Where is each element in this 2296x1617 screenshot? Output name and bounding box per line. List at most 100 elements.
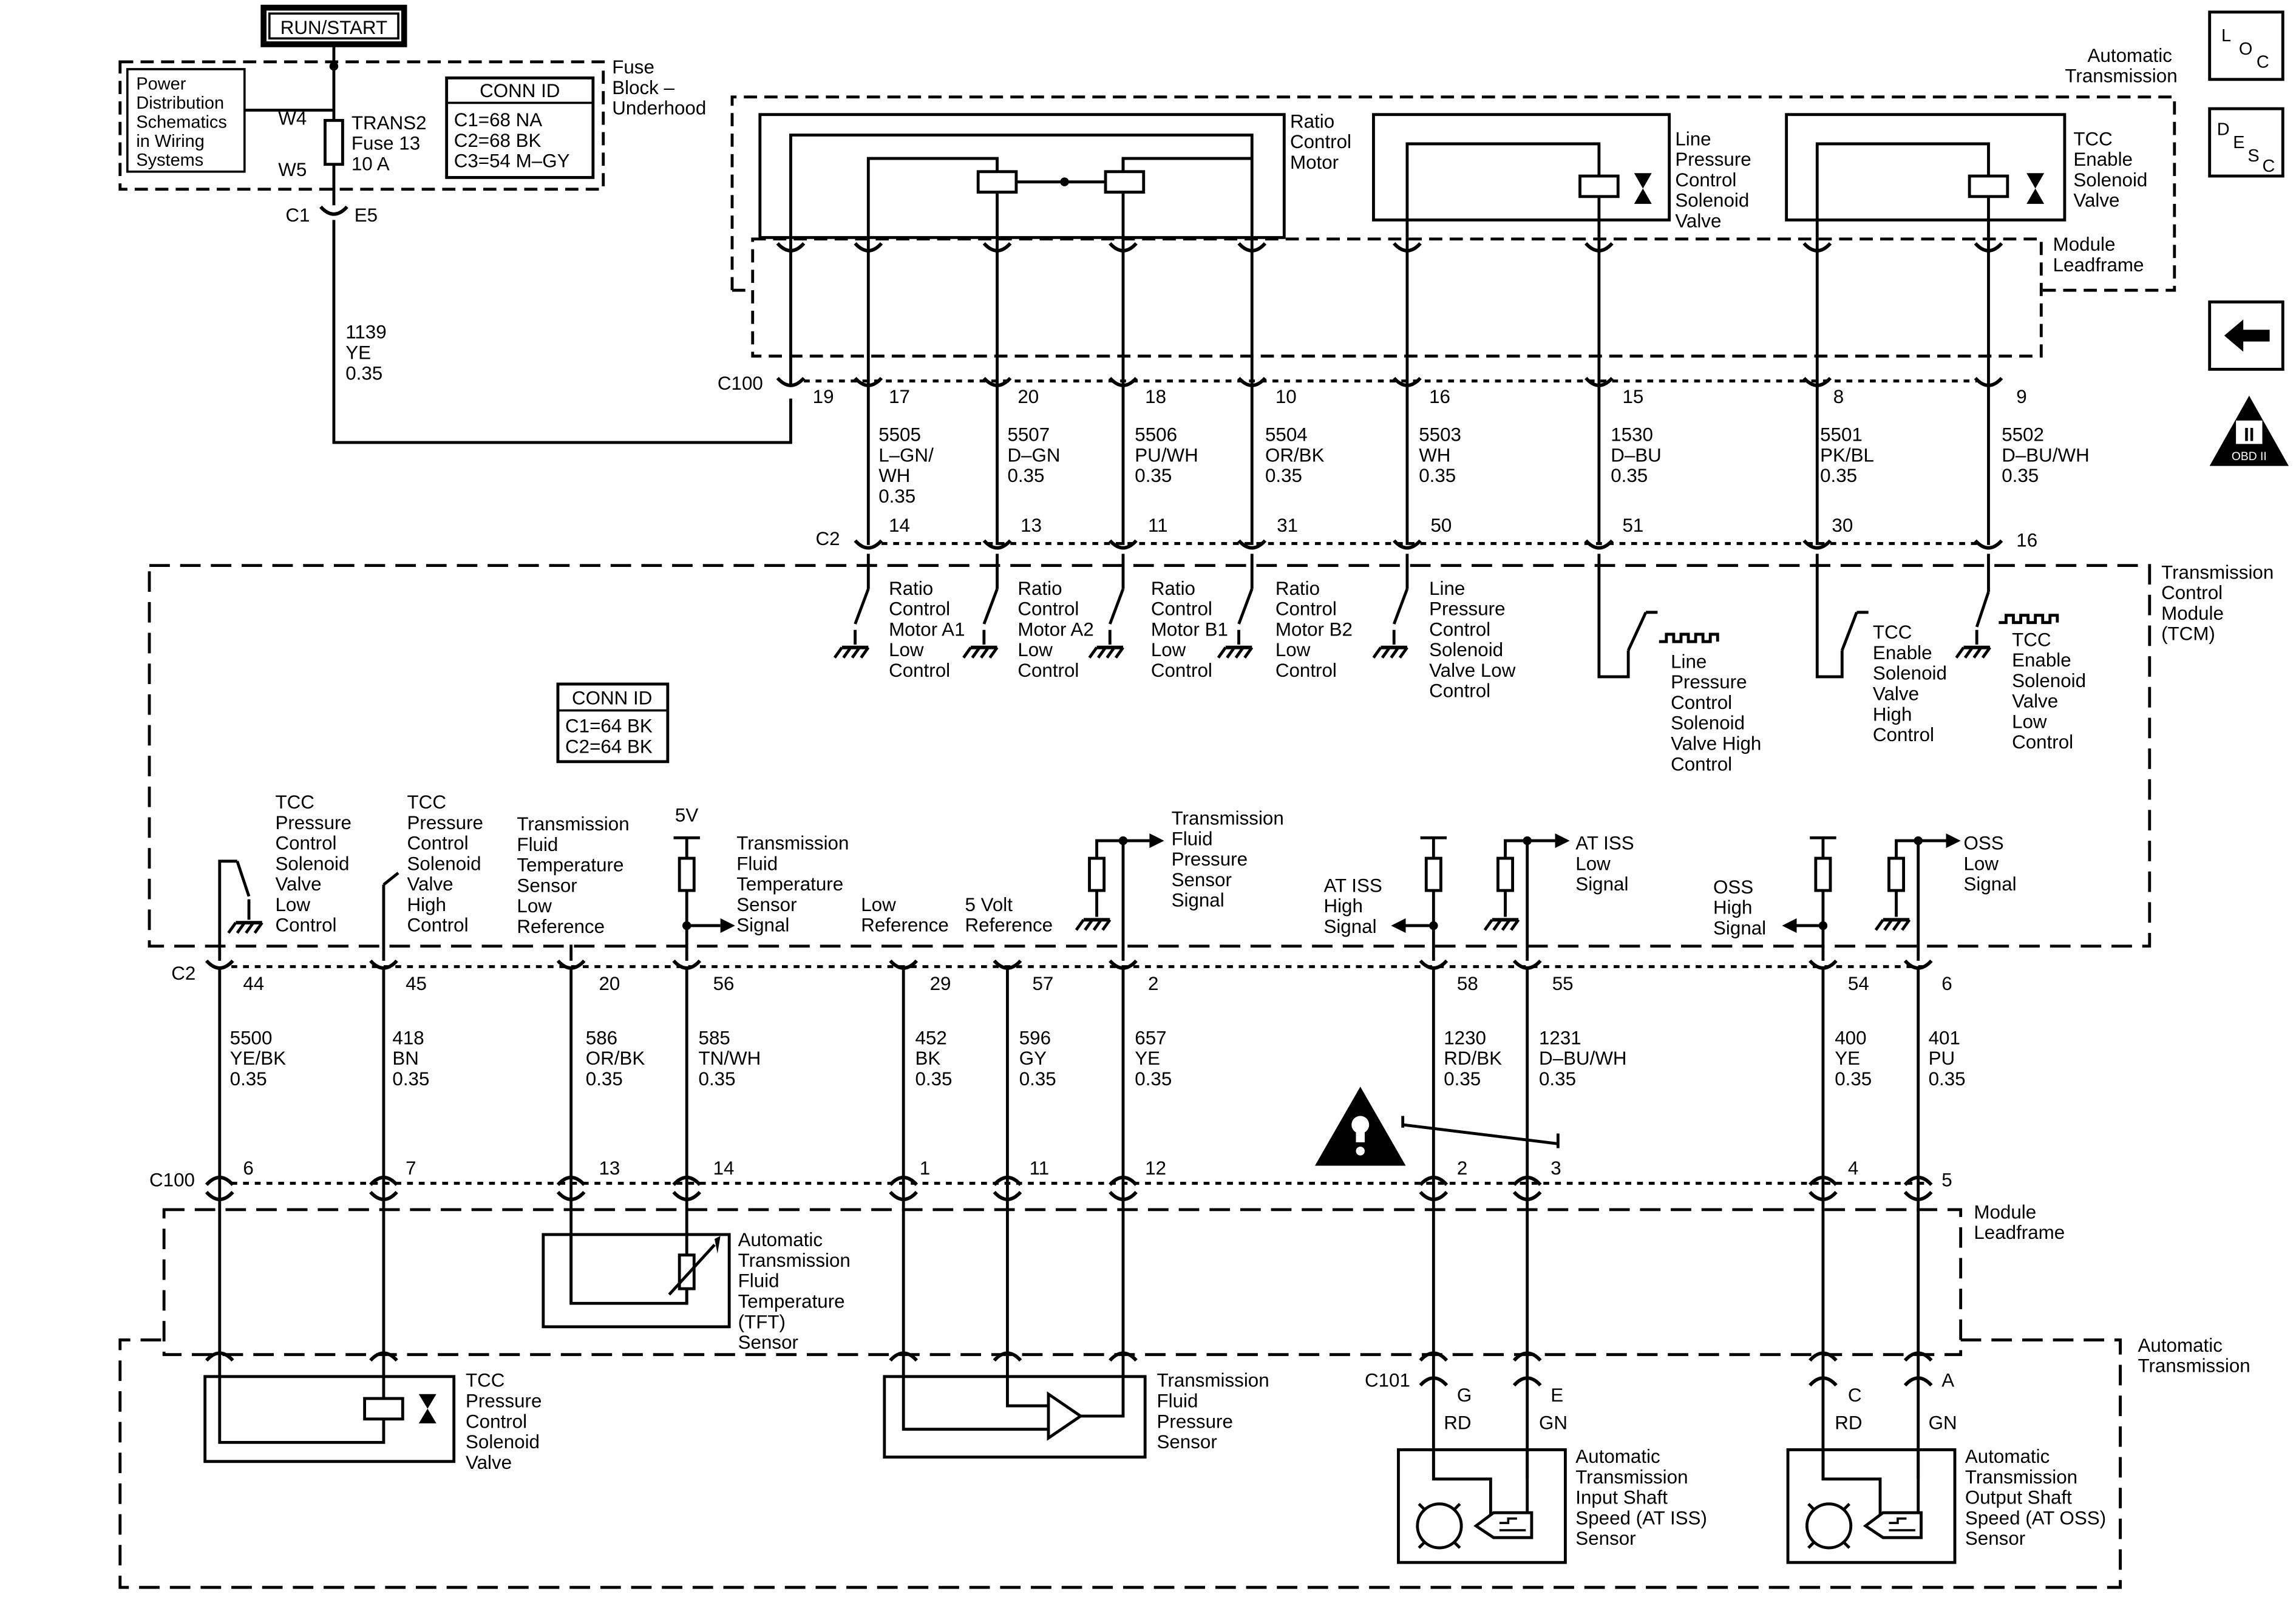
svg-text:44: 44 [243, 973, 264, 994]
tcc-enable-solenoid: TCC Enable Solenoid Valve [1785, 113, 2147, 238]
svg-text:9: 9 [2016, 386, 2026, 407]
back-button[interactable] [2208, 300, 2284, 371]
sensor-icon [1805, 1502, 1853, 1550]
svg-text:11: 11 [1030, 1158, 1050, 1179]
obd-ii-caption: OBD II [2232, 450, 2267, 463]
svg-text:14: 14 [713, 1158, 735, 1179]
svg-text:30: 30 [1832, 515, 1853, 536]
loc-button[interactable]: L O C [2208, 10, 2284, 81]
svg-text:16: 16 [1429, 386, 1450, 407]
bottom-c100-label: C100 [149, 1169, 195, 1190]
svg-text:14: 14 [889, 515, 910, 536]
svg-text:20: 20 [1017, 386, 1039, 407]
svg-text:57: 57 [1032, 973, 1053, 994]
svg-text:45: 45 [406, 973, 427, 994]
fuse-conn-id-box [445, 76, 595, 179]
svg-text:5V: 5V [675, 805, 698, 826]
tcm-module: Transmission Control Module (TCM) CONN I… [148, 554, 2279, 961]
svg-text:20: 20 [599, 973, 620, 994]
svg-text:2: 2 [1457, 1158, 1467, 1179]
svg-text:G: G [1457, 1385, 1472, 1406]
svg-text:17: 17 [889, 386, 910, 407]
svg-text:16: 16 [2016, 529, 2037, 551]
top-c100-label: C100 [718, 373, 763, 394]
svg-text:55: 55 [1552, 973, 1574, 994]
c101-label: C101 [1365, 1370, 1410, 1391]
svg-text:10: 10 [1275, 386, 1297, 407]
top-wires [789, 237, 1990, 545]
svg-text:1: 1 [920, 1158, 930, 1179]
tcm-title: Transmission Control Module (TCM) [2161, 561, 2279, 644]
svg-text:29: 29 [930, 973, 951, 994]
svg-text:15: 15 [1622, 386, 1643, 407]
ratio-motor-label: Ratio Control Motor [1290, 110, 1357, 173]
svg-text:E: E [1550, 1385, 1563, 1406]
svg-text:GN: GN [1539, 1412, 1567, 1434]
obd-ii-numeral: II [2244, 424, 2254, 446]
warning-icon [1314, 1086, 1406, 1166]
fuse-conn-id-lines: C1=68 NA C2=68 BK C3=54 M–GY [454, 109, 570, 172]
obd-ii-icon[interactable]: II OBD II [2209, 395, 2289, 466]
side-nav: L O C D E S C II OBD II [2208, 10, 2289, 466]
twisted-pair-marker [1402, 1123, 1558, 1145]
tcm-conn-id-box [556, 682, 670, 764]
svg-text:13: 13 [599, 1158, 620, 1179]
svg-text:5: 5 [1941, 1169, 1952, 1190]
svg-text:CONN ID: CONN ID [572, 688, 652, 709]
power-distribution-box: Power Distribution Schematics in Wiring … [118, 56, 706, 191]
svg-text:GN: GN [1929, 1412, 1957, 1434]
desc-button[interactable]: D E S C [2208, 107, 2284, 178]
tcm-upper-switches [854, 554, 2059, 679]
bottom-c2-label: C2 [171, 963, 195, 984]
svg-text:O: O [2239, 39, 2253, 59]
svg-text:13: 13 [1021, 515, 1042, 536]
svg-text:S: S [2247, 146, 2259, 166]
svg-text:18: 18 [1145, 386, 1166, 407]
module-leadframe-top [751, 237, 2043, 358]
svg-text:12: 12 [1145, 1158, 1166, 1179]
svg-text:54: 54 [1848, 973, 1869, 994]
